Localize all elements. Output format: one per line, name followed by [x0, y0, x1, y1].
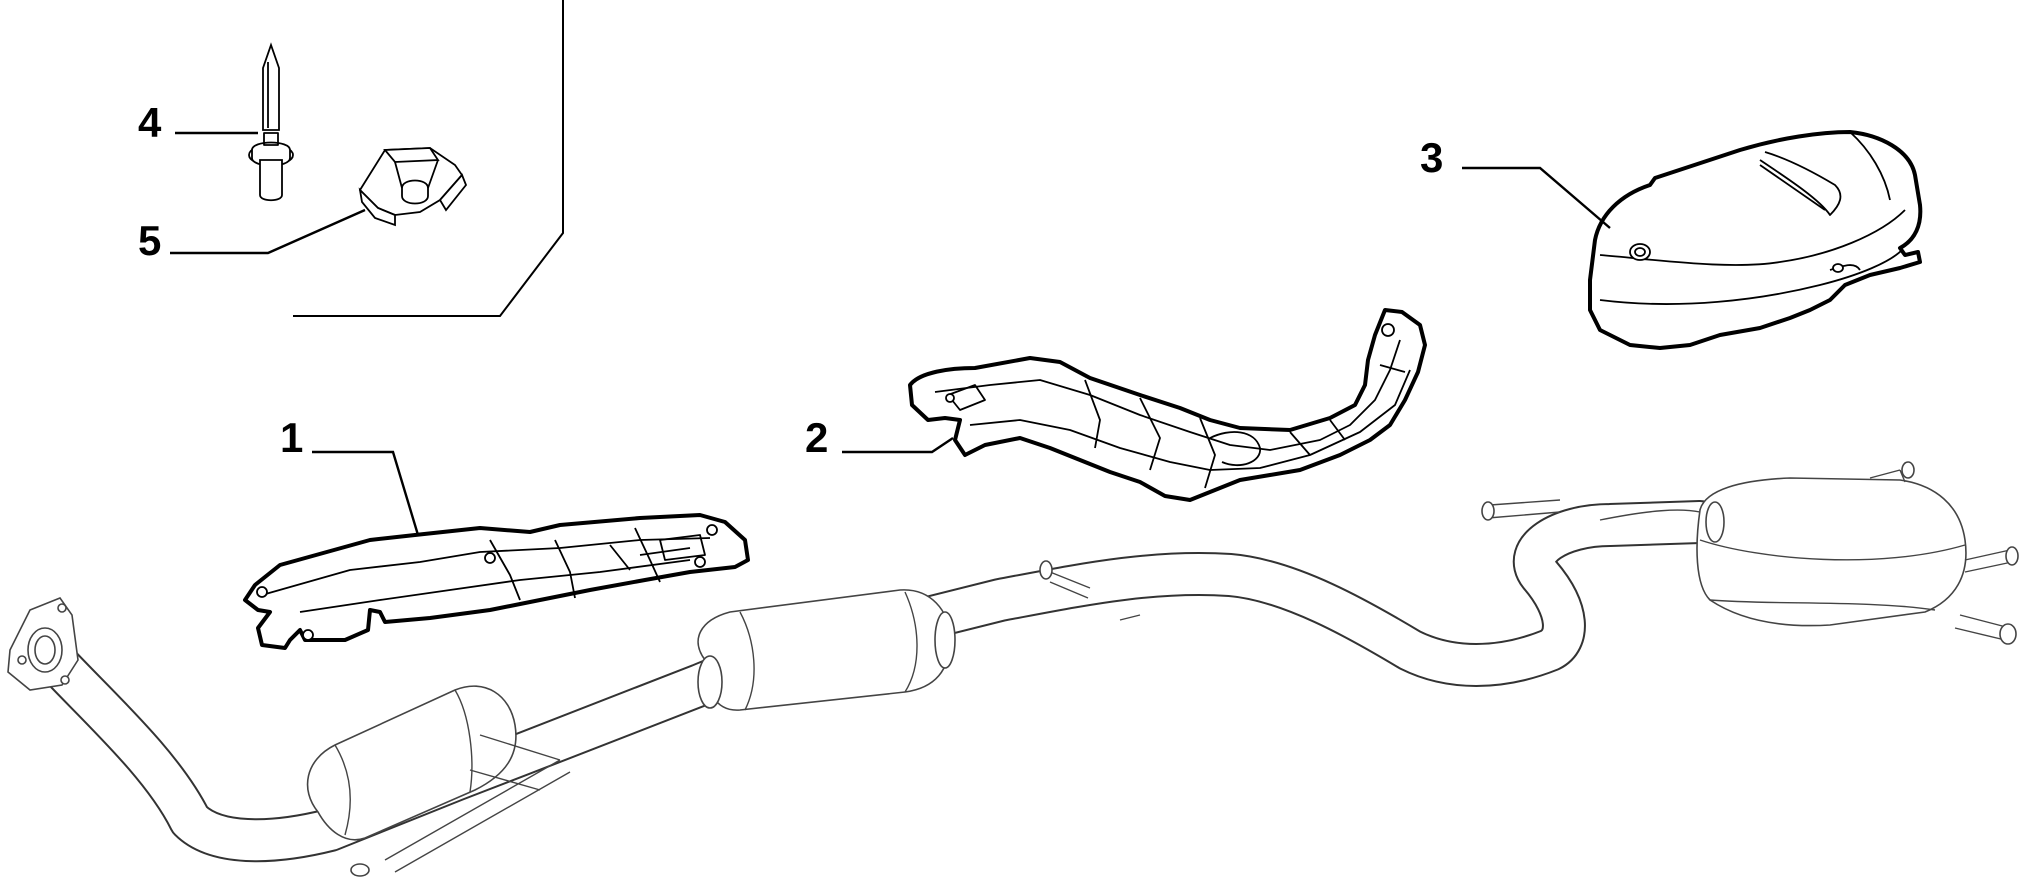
callout-leaders [170, 131, 1611, 536]
clip-nut-icon [358, 147, 468, 227]
hardware-inset-frame [293, 0, 564, 317]
callout-4: 4 [138, 99, 162, 146]
callout-labels: 1 2 3 4 5 [138, 99, 1443, 461]
callout-5: 5 [138, 217, 161, 264]
front-heat-shield-icon [243, 513, 750, 650]
rivet-pin-icon [248, 42, 294, 202]
callout-1: 1 [280, 414, 303, 461]
rear-muffler-heat-shield-icon [1588, 130, 1923, 350]
center-heat-shield-icon [908, 308, 1427, 502]
callout-3: 3 [1420, 134, 1443, 181]
callout-2: 2 [805, 414, 828, 461]
exhaust-system-outline [7, 461, 2019, 877]
